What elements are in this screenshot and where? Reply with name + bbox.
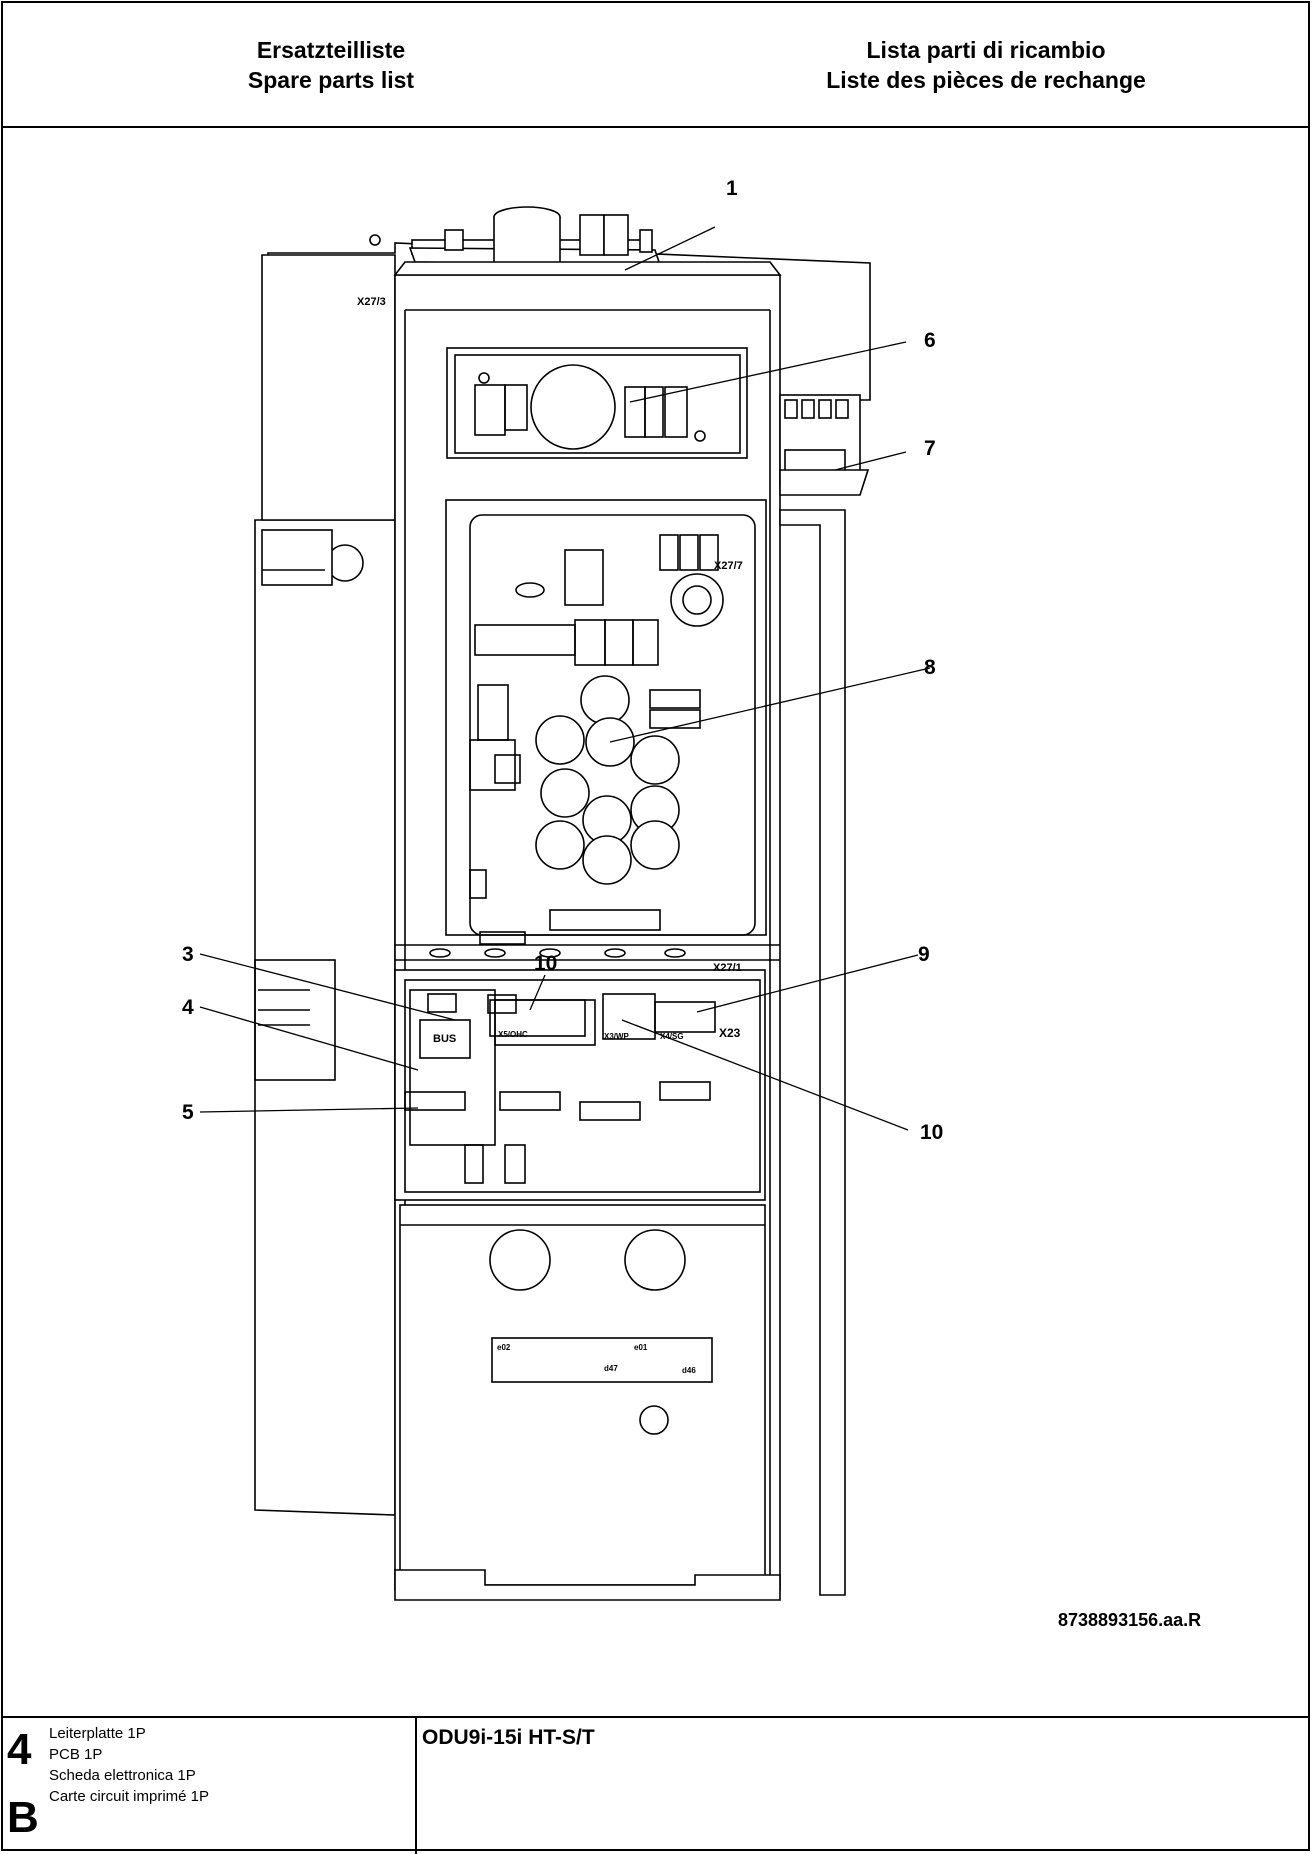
label-e01: e01	[634, 1343, 648, 1352]
callout-10-upper: 10	[534, 952, 558, 975]
label-x3: X3/WP	[604, 1032, 629, 1041]
title-en: Spare parts list	[247, 67, 415, 93]
document-number: 8738893156.aa.R	[1058, 1610, 1202, 1630]
terminal-area	[394, 969, 766, 1221]
callout-5: 5	[182, 1101, 194, 1124]
footer: 4 B Leiterplatte 1P PCB 1P Scheda elettr…	[1, 1716, 1310, 1854]
unit-drawing-svg	[199, 206, 931, 1601]
contactor	[779, 394, 870, 1596]
label-x27-3: X27/3	[357, 296, 386, 308]
label-x27-1: X27/1	[713, 962, 742, 974]
callout-8: 8	[924, 656, 936, 679]
label-x27-7: X27/7	[714, 560, 743, 572]
header-left: Ersatzteilliste Spare parts list	[31, 35, 631, 95]
model-name: ODU9i-15i HT-S/T	[422, 1726, 595, 1749]
label-d46: d46	[682, 1366, 696, 1375]
part-descriptions: Leiterplatte 1P PCB 1P Scheda elettronic…	[49, 1723, 209, 1807]
footer-divider	[415, 1718, 417, 1854]
desc-it: Scheda elettronica 1P	[49, 1767, 196, 1784]
label-e02: e02	[497, 1343, 511, 1352]
callout-1: 1	[726, 177, 738, 200]
callout-9: 9	[918, 943, 930, 966]
leader-lines	[199, 226, 931, 1131]
title-fr: Liste des pièces de rechange	[826, 67, 1146, 93]
section-letter: B	[7, 1793, 39, 1842]
desc-de: Leiterplatte 1P	[49, 1725, 146, 1742]
exploded-drawing: 1 6 7 8 9 10 10 3 4 5 X27/3 X27/7 X27/1 …	[0, 130, 1313, 1715]
header-right: Lista parti di ricambio Liste des pièces…	[686, 35, 1286, 95]
capacitor-bank	[535, 675, 680, 885]
title-de: Ersatzteilliste	[256, 37, 406, 63]
label-x23: X23	[719, 1026, 741, 1040]
desc-en: PCB 1P	[49, 1746, 103, 1763]
header: Ersatzteilliste Spare parts list Lista p…	[1, 1, 1310, 128]
label-d47: d47	[604, 1364, 618, 1373]
label-bus: BUS	[433, 1033, 457, 1045]
title-it: Lista parti di ricambio	[866, 37, 1106, 63]
callout-7: 7	[924, 437, 936, 460]
section-number: 4	[7, 1725, 32, 1774]
desc-fr: Carte circuit imprimé 1P	[49, 1788, 210, 1805]
callout-10-lower: 10	[920, 1121, 944, 1144]
callout-3: 3	[182, 943, 194, 966]
side-panel	[254, 254, 396, 1516]
base-section	[394, 1204, 781, 1601]
label-x5: X5/OHC	[498, 1030, 528, 1039]
callout-4: 4	[182, 996, 194, 1019]
label-x4: X4/SG	[660, 1032, 684, 1041]
callout-6: 6	[924, 329, 936, 352]
